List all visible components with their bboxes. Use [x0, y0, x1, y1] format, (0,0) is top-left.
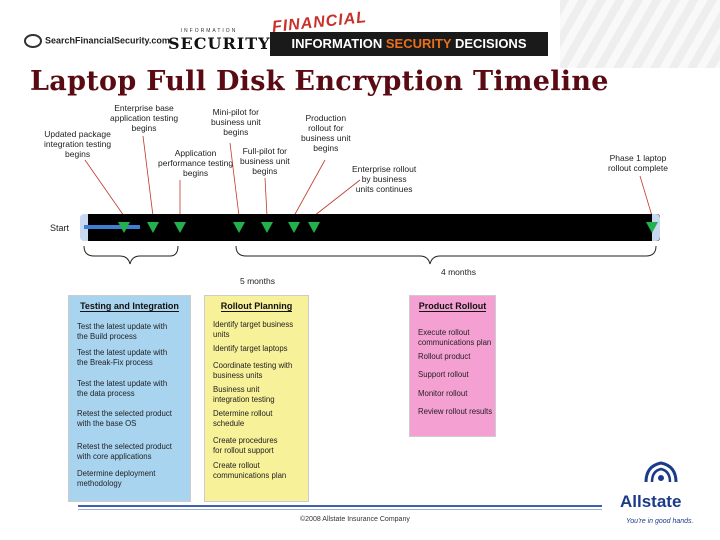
milestone-connectors [84, 135, 653, 217]
timeline-bar [82, 214, 660, 241]
site-name: SearchFinancialSecurity.com [45, 35, 170, 46]
allstate-tagline: You're in good hands. [626, 518, 694, 525]
milestone-marker [118, 222, 130, 233]
box-item: Retest the selected product with the bas… [77, 409, 172, 428]
milestone-label: Phase 1 laptop rollout complete [608, 153, 669, 173]
box-item: Create rollout communications plan [213, 461, 287, 480]
milestone-label: Updated package integration testing begi… [44, 129, 112, 159]
milestone-label: Application performance testing begins [158, 148, 234, 178]
product-rollout-box: Product Rollout Execute rollout communic… [409, 295, 496, 437]
connector-line [229, 142, 240, 217]
box-item: Review rollout results [418, 407, 493, 416]
swirl-icon [24, 34, 42, 48]
box-item: Support rollout [418, 370, 469, 379]
milestone-marker [261, 222, 273, 233]
box-item: Rollout product [418, 352, 471, 361]
duration-braces [83, 245, 657, 265]
milestone-label: Enterprise base application testing begi… [110, 103, 179, 133]
milestone-label: Full-pilot for business unit begins [240, 146, 290, 176]
milestone-marker [233, 222, 245, 233]
box-title-wrap: Rollout Planning [205, 301, 308, 312]
connector-line [639, 175, 653, 217]
brace-rollout [235, 245, 657, 265]
connector-line [293, 159, 326, 217]
duration-label: 4 months [441, 267, 476, 277]
box-title-wrap: Testing and Integration [69, 301, 190, 312]
duration-label: 5 months [240, 276, 275, 286]
box-item: Business unit integration testing [213, 385, 275, 404]
milestone-marker [147, 222, 159, 233]
box-item: Identify target business units [213, 320, 294, 339]
box-item: Determine rollout schedule [213, 409, 273, 428]
box-item: Coordinate testing with business units [213, 361, 293, 380]
banner-prefix: INFORMATION [291, 36, 386, 51]
milestone-label: Enterprise rollout by business units con… [352, 164, 417, 194]
milestone-marker [308, 222, 320, 233]
timeline-progress-stripe [84, 225, 140, 229]
footer-rule [78, 505, 602, 507]
box-item: Test the latest update with the data pro… [77, 379, 168, 398]
security-logo-big-text: SECURITY [168, 34, 271, 53]
start-label: Start [50, 223, 70, 233]
connector-line [313, 179, 361, 217]
milestone-label: Mini-pilot for business unit begins [211, 107, 261, 137]
security-logo-small-text: INFORMATION [180, 28, 238, 34]
footer-rule-thin [78, 509, 602, 510]
box-item: Test the latest update with the Break-Fi… [77, 348, 168, 367]
connector-line [264, 177, 268, 217]
decisions-banner: INFORMATION SECURITY DECISIONS [270, 32, 548, 56]
box-title: Rollout Planning [220, 301, 293, 312]
allstate-hands-icon [644, 461, 678, 483]
testing-integration-box: Testing and Integration Test the latest … [68, 295, 191, 502]
box-title-wrap: Product Rollout [410, 301, 495, 312]
box-item: Create procedures for rollout support [213, 436, 278, 455]
box-item: Identify target laptops [213, 344, 288, 353]
page-title: Laptop Full Disk Encryption Timeline [30, 66, 609, 97]
connector-line [84, 159, 125, 217]
milestone-marker [174, 222, 186, 233]
banner-highlight: SECURITY [385, 36, 452, 51]
box-title: Testing and Integration [80, 301, 179, 312]
hexagon-pattern-decoration [560, 0, 720, 68]
box-item: Monitor rollout [418, 389, 468, 398]
rollout-planning-box: Rollout Planning Identify target busines… [204, 295, 309, 502]
milestone-label: Production rollout for business unit beg… [301, 113, 351, 153]
box-title: Product Rollout [418, 301, 487, 312]
box-item: Execute rollout communications plan [418, 328, 492, 347]
searchfinancialsecurity-logo: SearchFinancialSecurity.com [24, 34, 170, 48]
brace-testing [83, 245, 179, 265]
allstate-logo-text: Allstate [620, 492, 682, 511]
banner-suffix: DECISIONS [451, 36, 527, 51]
box-item: Retest the selected product with core ap… [77, 442, 172, 461]
milestone-marker [288, 222, 300, 233]
box-item: Test the latest update with the Build pr… [77, 322, 168, 341]
milestone-marker [646, 222, 658, 233]
box-item: Determine deployment methodology [77, 469, 156, 488]
information-security-logo: INFORMATION SECURITY [168, 28, 271, 53]
copyright-text: ©2008 Allstate Insurance Company [300, 516, 410, 523]
connector-line [142, 135, 154, 217]
